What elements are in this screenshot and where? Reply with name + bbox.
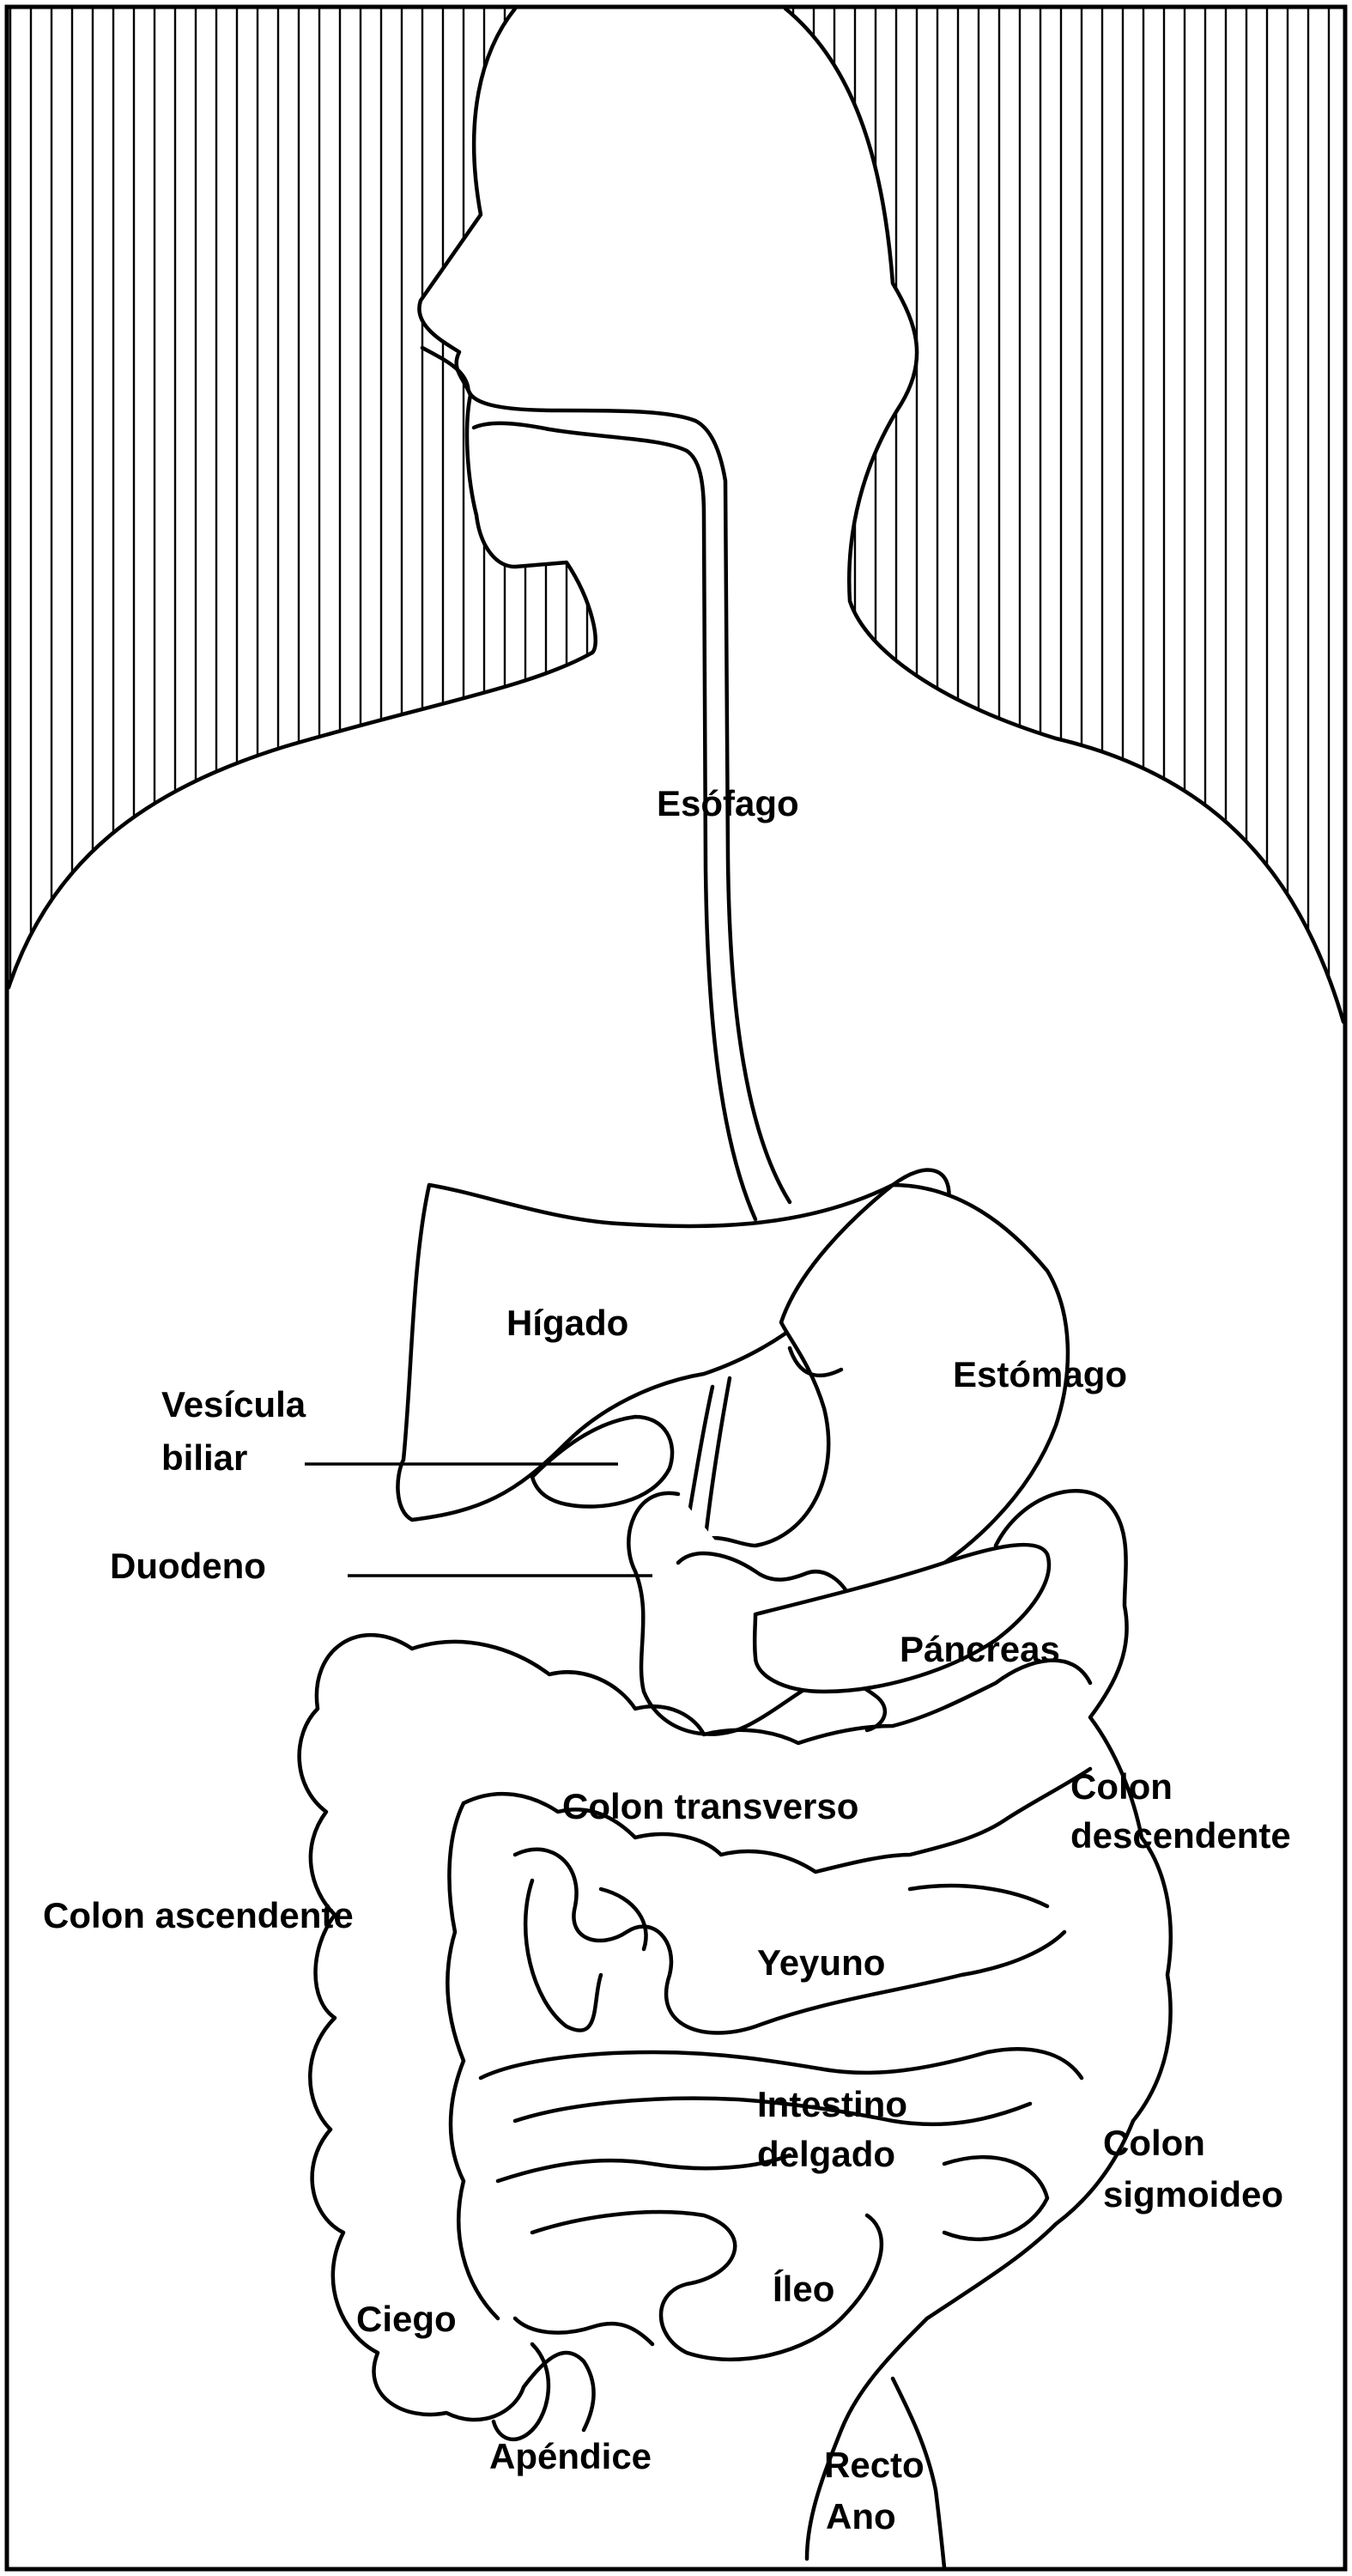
small-intestine-loop-8 [907,1883,1050,1909]
label-colon-ascendente: Colon ascendente [43,1895,354,1935]
cecum-inner [512,2316,655,2347]
pancreas [752,1542,1052,1694]
colon-right-outline [804,1489,1173,2561]
colon-top-outline [409,1639,1093,1746]
body-outline [6,6,597,990]
label-colon-sigmoideo-line2: sigmoideo [1103,2174,1283,2215]
label-colon-descendente-line2: descendente [1070,1815,1291,1856]
duodenum-inner [676,1551,852,1600]
label-apendice: Apéndice [489,2436,652,2476]
label-colon-sigmoideo-line1: Colon [1103,2123,1205,2163]
appendix [491,2342,551,2441]
bile-duct-2 [703,1376,732,1540]
small-intestine-loop-3 [478,2047,1084,2081]
label-intestino-line1: Intestino [757,2084,907,2124]
mouth-upper-line [420,345,792,1205]
label-ano: Ano [826,2496,896,2537]
label-recto: Recto [824,2445,925,2485]
label-colon-transverso: Colon transverso [562,1786,858,1826]
rectum-right-outline [890,2376,947,2570]
small-intestine-loop-6 [530,2209,884,2362]
label-higado: Hígado [506,1303,628,1343]
stomach-pylorus [787,1346,844,1378]
label-pancreas: Páncreas [900,1629,1060,1669]
small-intestine-loop-4 [512,2096,1033,2127]
small-intestine-loop-2 [523,1878,603,2032]
background-hatching-left [9,9,596,987]
label-esofago: Esófago [657,783,799,823]
label-vesicula-line2: biliar [161,1437,247,1478]
label-intestino-line2: delgado [757,2134,895,2174]
label-ileo: Íleo [773,2269,834,2309]
body-outline-right [783,6,1346,1024]
small-intestine-loop-7 [942,2155,1050,2241]
background-hatching-right [785,9,1343,1022]
label-ciego: Ciego [356,2299,457,2339]
label-yeyuno: Yeyuno [757,1942,885,1983]
small-intestine-loop-9 [598,1886,648,1952]
esophagus-inner-line [471,421,758,1222]
gallbladder [530,1414,675,1509]
label-duodeno: Duodeno [110,1546,266,1586]
colon-ascending-inner [446,1801,500,2321]
small-intestine-loop-5 [495,2153,792,2184]
label-colon-descendente-line1: Colon [1070,1766,1173,1807]
label-estomago: Estómago [953,1354,1127,1394]
colon-transverse-inner [461,1766,1093,1874]
frame-border [4,4,1348,2572]
colon-outline [297,1632,596,2433]
small-intestine-loop-1 [512,1847,1067,2035]
label-vesicula-line1: Vesícula [161,1384,306,1425]
